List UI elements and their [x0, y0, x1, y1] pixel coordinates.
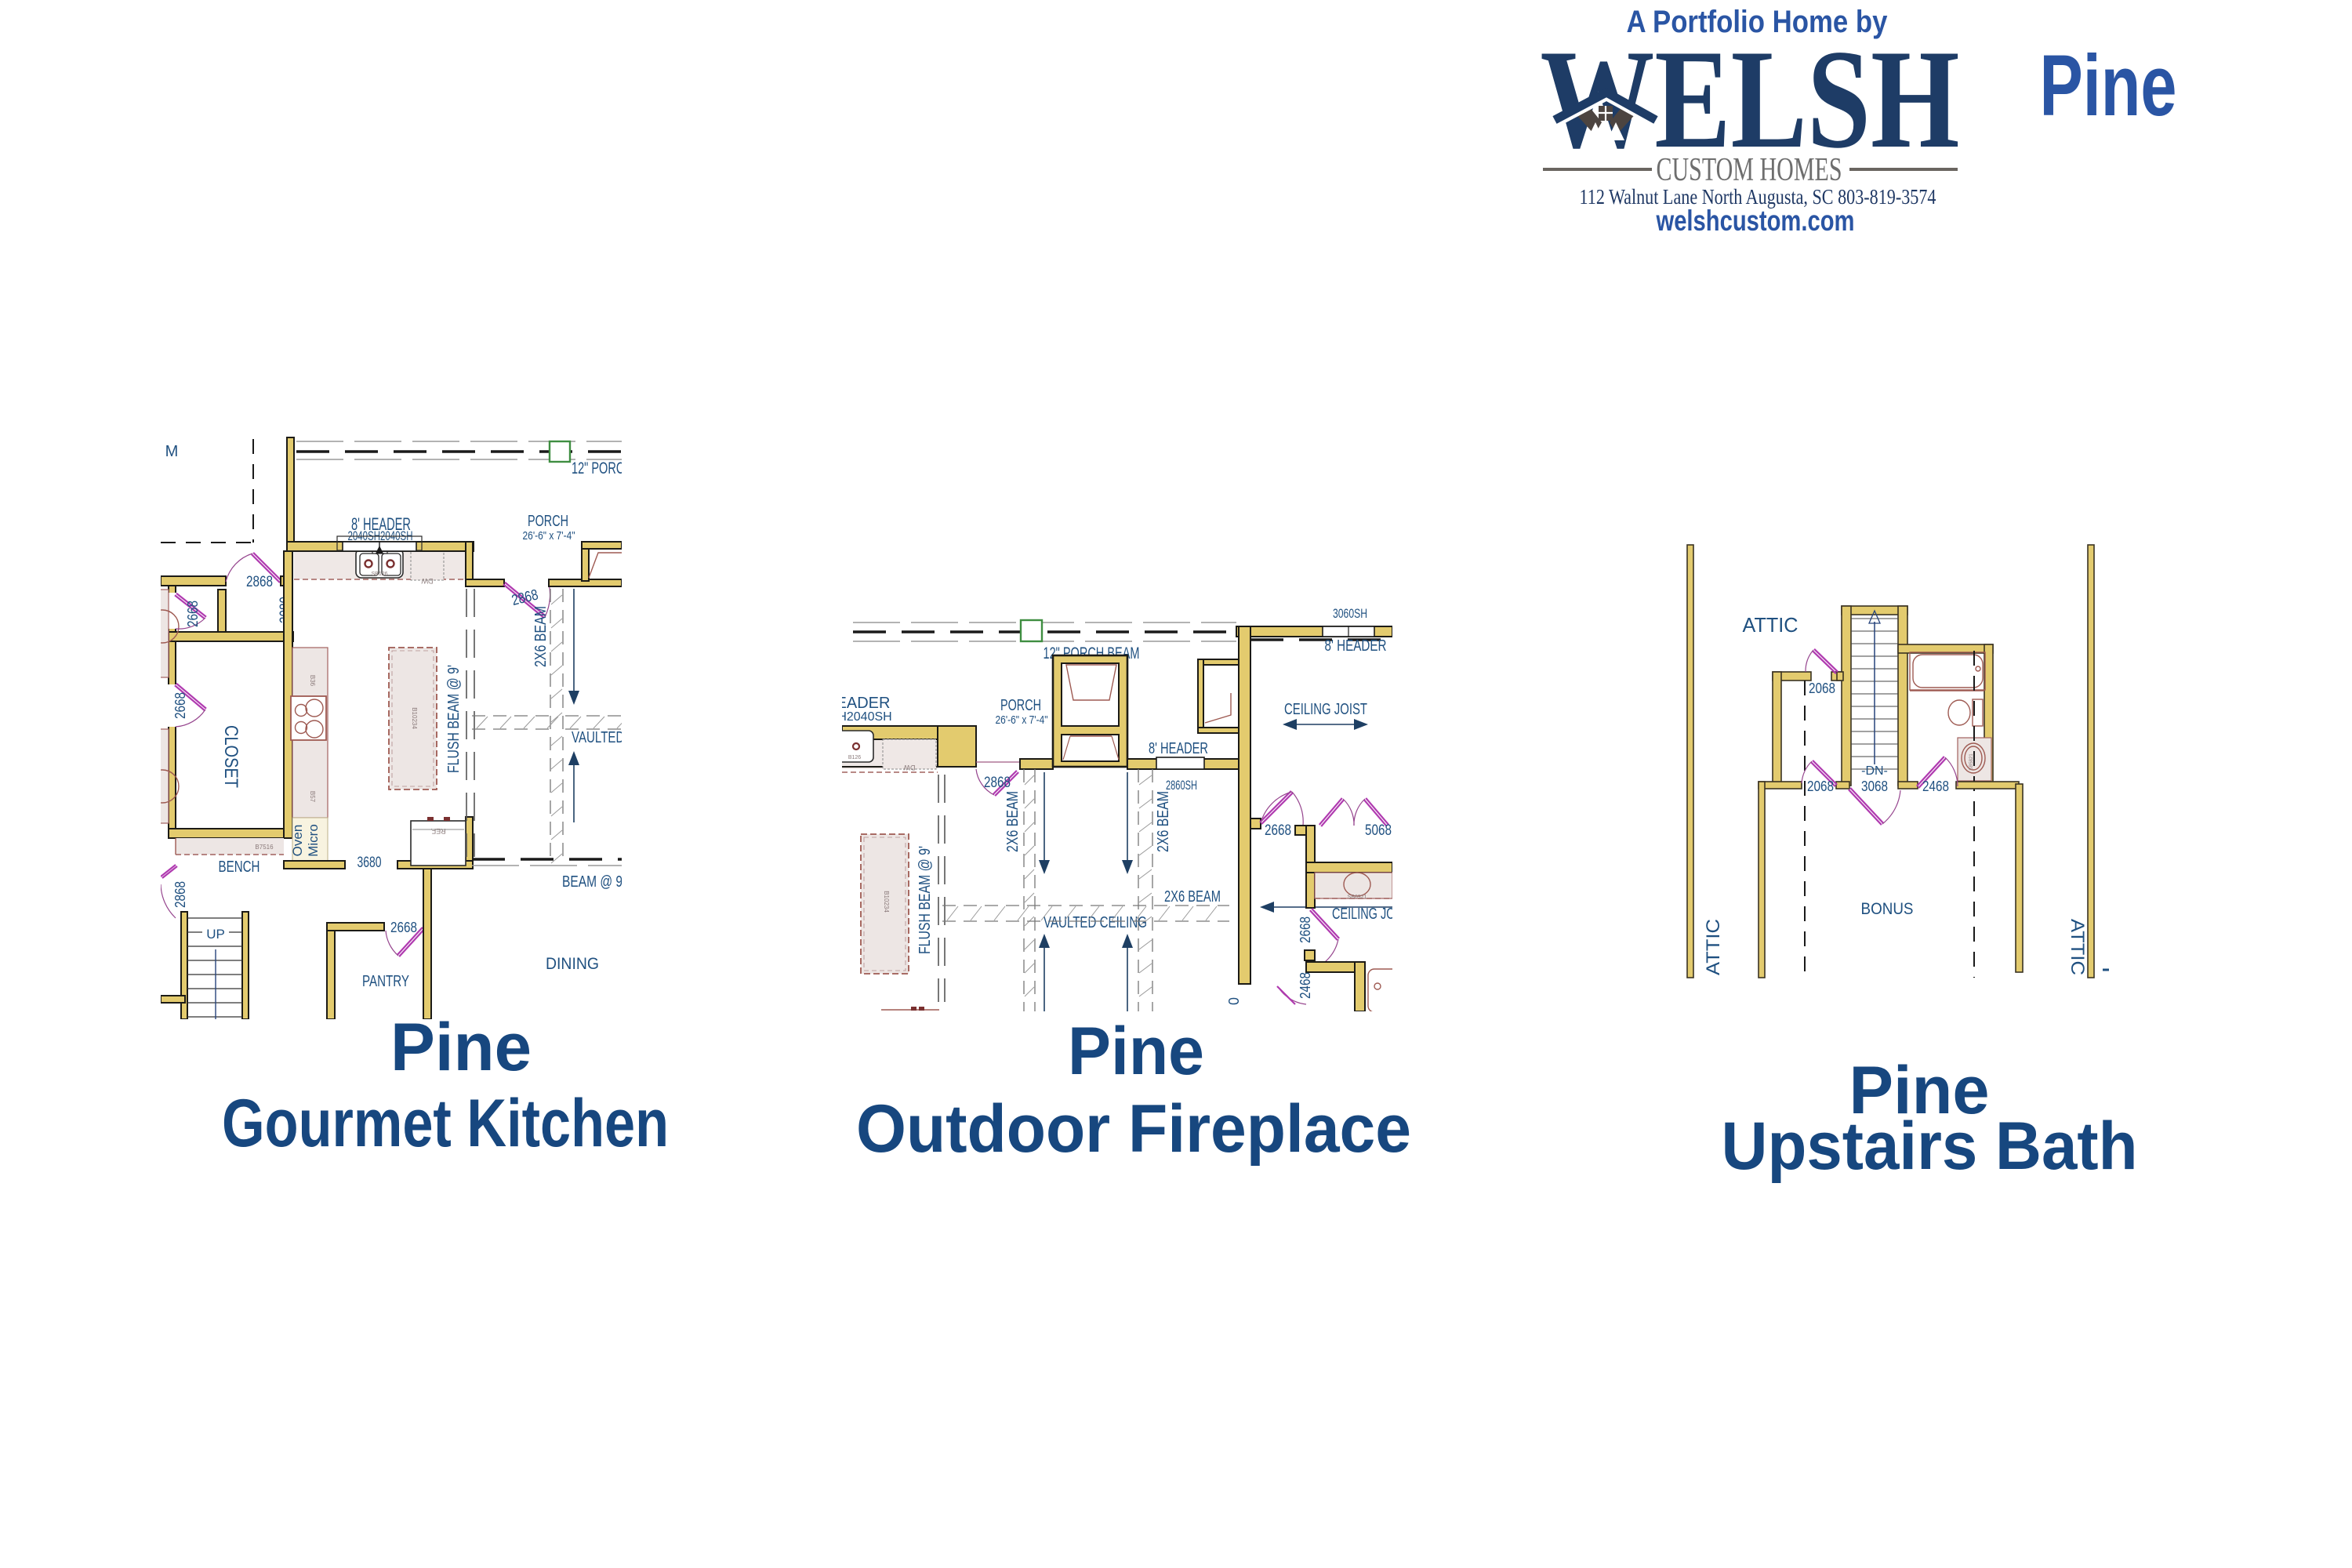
svg-text:2068: 2068: [1809, 681, 1835, 696]
svg-text:2668: 2668: [172, 692, 188, 719]
svg-text:3680: 3680: [358, 855, 382, 871]
svg-text:2X6 BEAM: 2X6 BEAM: [1155, 791, 1172, 852]
svg-text:VAULTED CEILING: VAULTED CEILING: [572, 729, 675, 746]
svg-text:2868: 2868: [246, 574, 273, 590]
svg-text:M: M: [165, 443, 179, 460]
svg-text:12" PORCH BEAM: 12" PORCH BEAM: [572, 459, 668, 477]
svg-text:B10234: B10234: [883, 891, 890, 913]
svg-text:B126: B126: [848, 755, 861, 760]
svg-text:2868: 2868: [984, 775, 1011, 791]
svg-text:REF.: REF.: [430, 827, 446, 835]
svg-text:2468: 2468: [1922, 779, 1949, 794]
svg-text:SB126: SB126: [371, 572, 387, 577]
svg-text:CEILING JOIST: CEILING JOIST: [1284, 701, 1367, 718]
svg-text:SB5821: SB5821: [1969, 753, 1974, 771]
svg-text:8' HEADER: 8' HEADER: [1149, 740, 1208, 757]
svg-text:2860SH: 2860SH: [1166, 778, 1197, 793]
svg-text:welshcustom.com: welshcustom.com: [1656, 205, 1855, 237]
svg-text:CLOSET: CLOSET: [220, 725, 241, 788]
svg-text:112 Walnut Lane North Augusta,: 112 Walnut Lane North Augusta, SC 803-81…: [1580, 185, 1936, 209]
svg-text:2868: 2868: [172, 881, 188, 908]
svg-text:Pine: Pine: [1849, 1053, 1990, 1128]
svg-text:BENCH: BENCH: [219, 858, 260, 876]
svg-text:B10234: B10234: [411, 707, 418, 729]
svg-text:2X6 BEAM: 2X6 BEAM: [1004, 791, 1022, 852]
svg-text:5068: 5068: [1365, 822, 1392, 839]
svg-text:2668: 2668: [390, 920, 417, 935]
svg-text:Pine: Pine: [390, 1010, 532, 1085]
svg-text:Pine: Pine: [1068, 1014, 1204, 1089]
svg-text:Upstairs Bath: Upstairs Bath: [1722, 1109, 2138, 1184]
svg-text:3068: 3068: [1861, 779, 1888, 794]
svg-text:2X6 BEAM: 2X6 BEAM: [532, 606, 550, 667]
svg-text:B7516: B7516: [255, 844, 274, 851]
svg-text:PORCH: PORCH: [1000, 697, 1041, 714]
svg-text:3060SH: 3060SH: [1333, 606, 1367, 621]
svg-text:2468: 2468: [1298, 972, 1313, 999]
svg-text:Micro: Micro: [306, 824, 321, 857]
svg-text:CEILING JOIST: CEILING JOIST: [1332, 906, 1413, 923]
svg-text:ATTIC: ATTIC: [2067, 919, 2088, 975]
svg-text:8' HEADER: 8' HEADER: [1325, 637, 1387, 655]
svg-text:26'-6" x 7'-4": 26'-6" x 7'-4": [523, 529, 575, 543]
svg-text:B57: B57: [309, 791, 316, 803]
svg-text:8' HEADER: 8' HEADER: [351, 514, 411, 534]
svg-text:VAULTED CEILING: VAULTED CEILING: [1044, 914, 1147, 931]
svg-text:Outdoor Fireplace: Outdoor Fireplace: [856, 1091, 1411, 1167]
svg-text:2668: 2668: [1298, 916, 1313, 943]
svg-text:PORCH: PORCH: [528, 513, 568, 530]
svg-text:BEAM @ 9': BEAM @ 9': [562, 873, 625, 891]
svg-text:Gourmet Kitchen: Gourmet Kitchen: [222, 1086, 669, 1161]
svg-text:ATTIC: ATTIC: [1703, 919, 1724, 975]
svg-text:2X6 BEAM: 2X6 BEAM: [1164, 888, 1221, 906]
svg-text:-DN-: -DN-: [1861, 764, 1888, 778]
svg-text:EADER: EADER: [837, 695, 891, 712]
svg-text:SB6921: SB6921: [1348, 895, 1367, 900]
svg-text:DINING: DINING: [546, 955, 599, 973]
svg-text:0: 0: [1226, 997, 1242, 1005]
svg-text:26'-6" x 7'-4": 26'-6" x 7'-4": [996, 713, 1048, 727]
svg-text:2068: 2068: [1807, 779, 1834, 794]
svg-text:2668: 2668: [185, 601, 201, 627]
svg-text:2668: 2668: [1265, 822, 1291, 839]
svg-text:A Portfolio Home by: A Portfolio Home by: [1627, 5, 1889, 39]
svg-text:B36: B36: [309, 675, 316, 687]
svg-text:FLUSH BEAM @ 9': FLUSH BEAM @ 9': [445, 665, 463, 773]
svg-text:FLUSH BEAM @ 9': FLUSH BEAM @ 9': [916, 846, 934, 954]
svg-text:ATTIC: ATTIC: [1743, 613, 1798, 637]
svg-text:BONUS: BONUS: [1861, 900, 1914, 918]
svg-text:H2040SH: H2040SH: [837, 710, 891, 724]
svg-text:CUSTOM HOMES: CUSTOM HOMES: [1657, 152, 1842, 188]
svg-text:Pine: Pine: [2040, 38, 2177, 134]
svg-text:UP: UP: [206, 927, 225, 942]
svg-text:Oven: Oven: [290, 825, 305, 857]
svg-text:DW: DW: [903, 764, 915, 771]
svg-text:DW: DW: [421, 577, 433, 585]
svg-text:PANTRY: PANTRY: [362, 973, 409, 990]
